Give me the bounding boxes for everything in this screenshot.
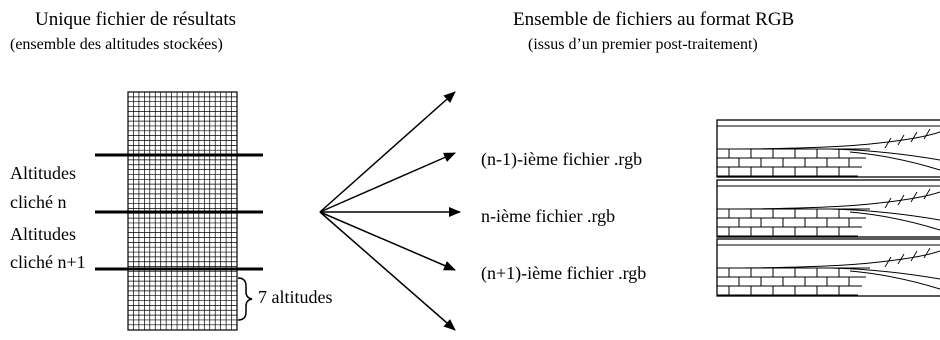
arrow-2 <box>319 152 456 213</box>
hatch-mark <box>884 137 892 149</box>
hatch-mark <box>897 134 905 146</box>
arrow-4 <box>319 211 456 271</box>
arrow-1 <box>319 91 456 213</box>
curve-upper <box>716 191 940 210</box>
hatch-mark <box>923 128 931 140</box>
curve-lower <box>829 208 940 221</box>
brace-shape <box>237 277 253 321</box>
seven-altitudes-brace <box>237 277 253 321</box>
right-subtitle: (issus d’un premier post-traitement) <box>528 36 758 53</box>
fan-out-arrows <box>319 91 461 331</box>
altitudes-n1-label-line1: Altitudes <box>10 224 76 244</box>
arrow-5 <box>319 211 456 331</box>
curve-lower <box>829 148 940 161</box>
hatch-mark <box>910 250 918 262</box>
rgb-thumbnail-2 <box>716 179 940 238</box>
curve-upper <box>716 131 940 150</box>
hatch-mark <box>910 191 918 203</box>
curve-lower-2 <box>849 211 940 231</box>
altitudes-n-label-line1: Altitudes <box>10 163 76 183</box>
file-label-n: n-ième fichier .rgb <box>481 206 616 226</box>
rgb-thumbnail-1 <box>716 119 940 178</box>
altitudes-n-label-line2: cliché n <box>10 192 67 212</box>
left-subtitle: (ensemble des altitudes stockées) <box>10 36 223 53</box>
altitudes-n1-label-line2: cliché n+1 <box>10 252 86 272</box>
hatch-mark <box>897 194 905 206</box>
hatch-mark <box>910 131 918 143</box>
hatch-mark <box>884 197 892 209</box>
curve-upper <box>716 250 940 269</box>
hatch-mark <box>923 188 931 200</box>
curve-lower-2 <box>849 270 940 290</box>
left-title: Unique fichier de résultats <box>35 9 237 30</box>
curve-lower-2 <box>849 151 940 171</box>
right-title: Ensemble de fichiers au format RGB <box>513 9 795 30</box>
hatch-mark <box>884 256 892 268</box>
rgb-thumbnail-3 <box>716 238 940 297</box>
rgb-thumbnails <box>716 119 940 297</box>
file-label-n-minus-1: (n-1)-ième fichier .rgb <box>481 149 643 169</box>
hatch-mark <box>923 247 931 259</box>
slice-lines <box>95 153 263 271</box>
file-label-n-plus-1: (n+1)-ième fichier .rgb <box>481 263 647 283</box>
curve-lower <box>829 267 940 280</box>
seven-altitudes-label: 7 altitudes <box>258 287 333 307</box>
hatch-mark <box>897 253 905 265</box>
